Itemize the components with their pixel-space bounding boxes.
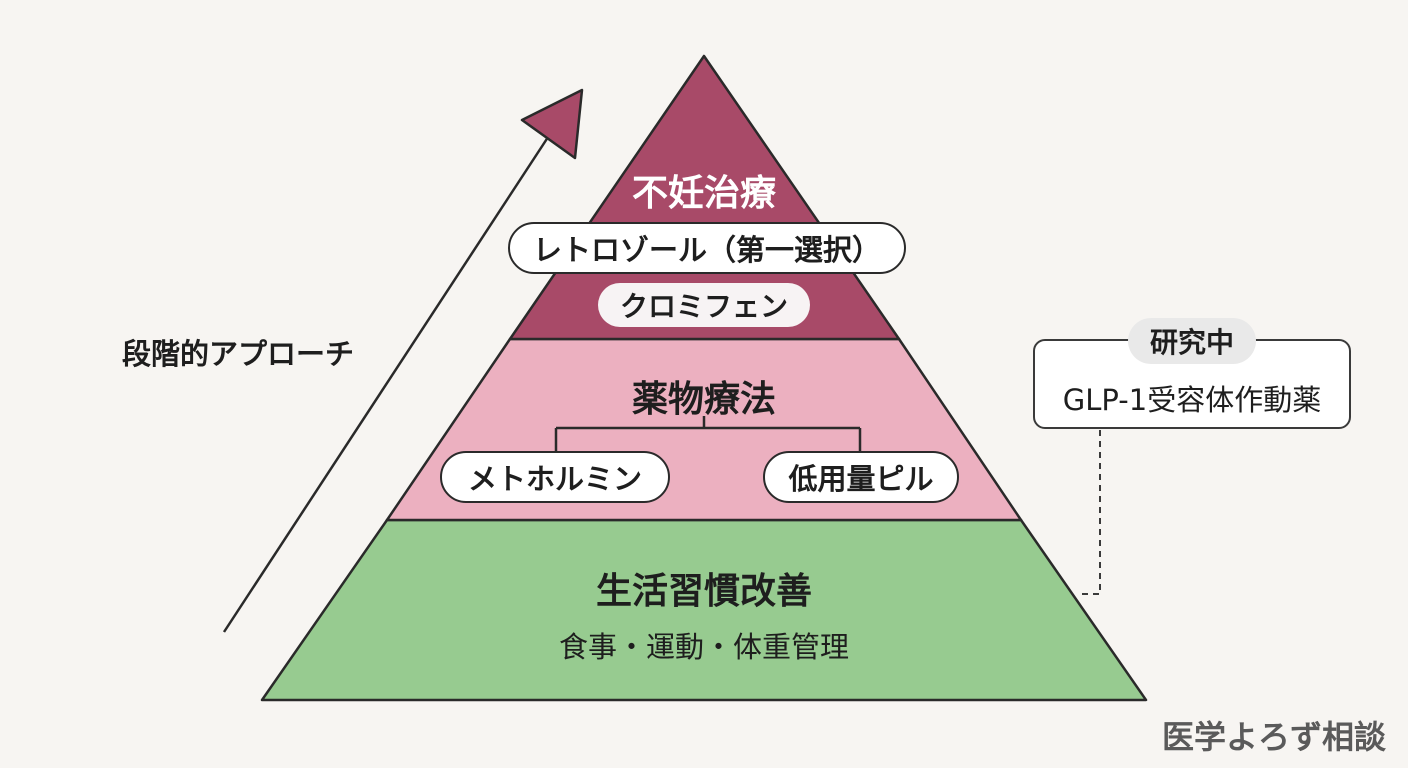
middle-tier-connector bbox=[554, 416, 862, 452]
tier-base-subtitle: 食事・運動・体重管理 bbox=[558, 630, 849, 664]
research-connector bbox=[1080, 430, 1101, 595]
approach-arrow bbox=[222, 88, 584, 633]
item-metformin: メトホルミン bbox=[440, 451, 670, 503]
item-letrozole: レトロゾール（第一選択） bbox=[508, 222, 906, 274]
tier-base-title: 生活習慣改善 bbox=[595, 571, 812, 612]
item-low-dose-pill: 低用量ピル bbox=[763, 451, 959, 503]
research-badge: 研究中 bbox=[1128, 318, 1256, 364]
approach-label: 段階的アプローチ bbox=[122, 337, 355, 371]
tier-top-title: 不妊治療 bbox=[631, 173, 776, 214]
brand-watermark: 医学よろず相談 bbox=[1161, 718, 1386, 756]
item-clomiphene: クロミフェン bbox=[598, 283, 810, 327]
research-text: GLP-1受容体作動薬 bbox=[1062, 383, 1322, 417]
tier-middle-title: 薬物療法 bbox=[631, 379, 776, 420]
